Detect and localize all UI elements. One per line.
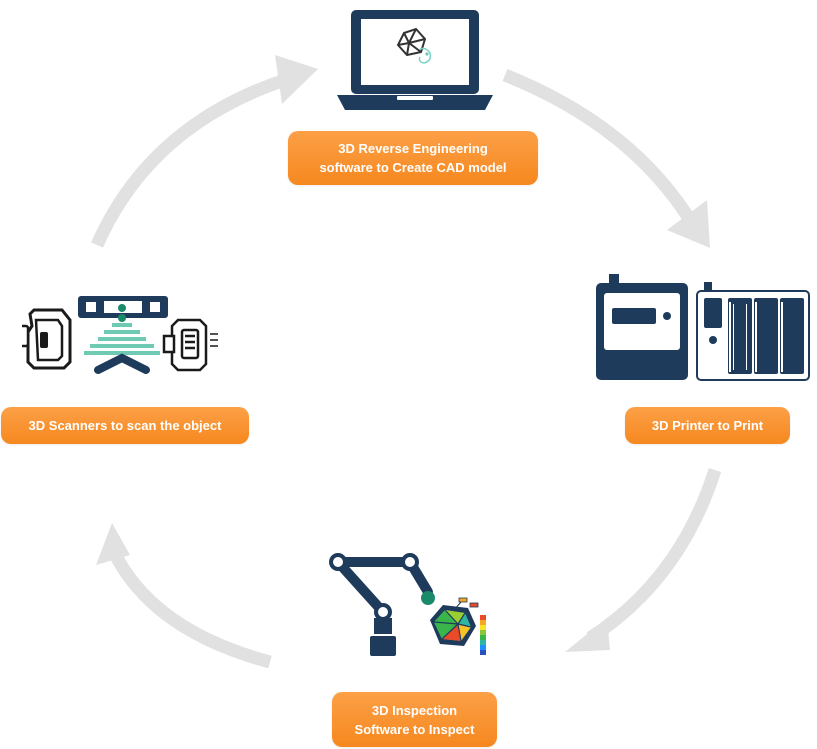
arrowhead-to-inspection — [565, 618, 610, 652]
arrowhead-to-laptop — [275, 55, 318, 104]
scanners-label: 3D Scanners to scan the object — [1, 407, 249, 444]
reverse-engineering-label: 3D Reverse Engineering software to Creat… — [288, 131, 538, 185]
arrow-laptop-to-printer — [502, 68, 696, 224]
arrow-inspection-to-scanner — [106, 545, 272, 669]
arrow-printer-to-inspection — [586, 468, 722, 644]
robot-arm-inspection-icon — [329, 553, 486, 656]
reverse-engineering-label-line1: 3D Reverse Engineering — [338, 141, 488, 156]
laptop-cad-icon — [337, 10, 493, 110]
handheld-scanner-icon — [22, 308, 72, 370]
scanners-label-line1: 3D Scanners to scan the object — [28, 418, 222, 433]
structured-light-scanner-icon — [78, 296, 168, 374]
scanned-part-icon — [162, 318, 218, 372]
arrowhead-to-printer — [667, 200, 710, 248]
printer-label: 3D Printer to Print — [625, 407, 790, 444]
3d-printer-icon — [596, 274, 810, 381]
inspection-label: 3D Inspection Software to Inspect — [332, 692, 497, 747]
inspection-label-line2: Software to Inspect — [354, 721, 475, 737]
arrowhead-to-scanner — [96, 523, 130, 565]
3d-scanner-icon — [22, 296, 218, 374]
reverse-engineering-label-line2: software to Create CAD model — [319, 160, 507, 175]
inspection-label-line1: 3D Inspection — [371, 702, 458, 718]
printer-label-line1: 3D Printer to Print — [651, 418, 764, 433]
arrow-scanner-to-laptop — [91, 73, 288, 248]
